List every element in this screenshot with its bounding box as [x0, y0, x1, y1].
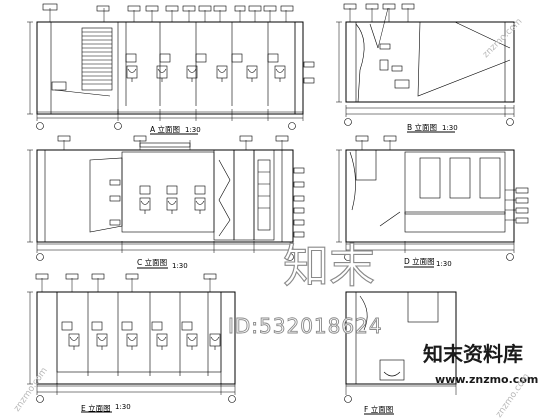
- leader-tags-a: [42, 3, 315, 84]
- elevation-d-title: D 立面图: [404, 256, 435, 266]
- elevation-f: F 立面图: [344, 291, 457, 415]
- leader-tags-e: [35, 273, 217, 292]
- watermark-logo-text: 知末: [283, 239, 375, 293]
- elevation-a: A 立面图 1:30: [27, 3, 315, 135]
- urinal-row-e: [68, 333, 221, 351]
- elevation-b-scale: 1:30: [442, 124, 458, 132]
- elevation-f-title: F 立面图: [364, 404, 393, 414]
- elevation-e-title: E 立面图: [81, 403, 111, 413]
- watermark-diagonal-right: znzmo.com: [481, 17, 524, 60]
- elevation-c-scale: 1:30: [172, 262, 188, 270]
- stair-block: [81, 27, 113, 91]
- watermark-site-name: 知末资料库: [423, 342, 523, 366]
- elevation-a-scale: 1:30: [185, 126, 201, 134]
- leader-tags-c: [57, 135, 305, 238]
- watermark: 知末 ID:532018624 知末资料库 www.znzmo.com znzm…: [12, 17, 538, 420]
- elevation-e: E 立面图 1:30: [27, 273, 236, 413]
- elevation-c: C 立面图 1:30: [27, 135, 305, 270]
- leader-tags-d: [355, 135, 529, 224]
- elevation-d-scale: 1:30: [436, 260, 452, 268]
- elevation-c-title: C 立面图: [137, 257, 167, 267]
- leader-tags-b: [343, 3, 415, 72]
- elevation-e-scale: 1:30: [115, 403, 131, 411]
- elevation-b-title: B 立面图: [407, 122, 437, 132]
- watermark-id: ID:532018624: [228, 314, 383, 338]
- urinal-row-a: [126, 65, 286, 83]
- urinal-row-c: [139, 197, 206, 215]
- elevation-d: D 立面图 1:30: [336, 135, 529, 268]
- elevation-b: B 立面图 1:30: [336, 3, 515, 133]
- elevation-a-title: A 立面图: [150, 124, 180, 134]
- watermark-site-url: www.znzmo.com: [435, 373, 538, 386]
- watermark-diagonal-left: znzmo.com: [12, 366, 50, 414]
